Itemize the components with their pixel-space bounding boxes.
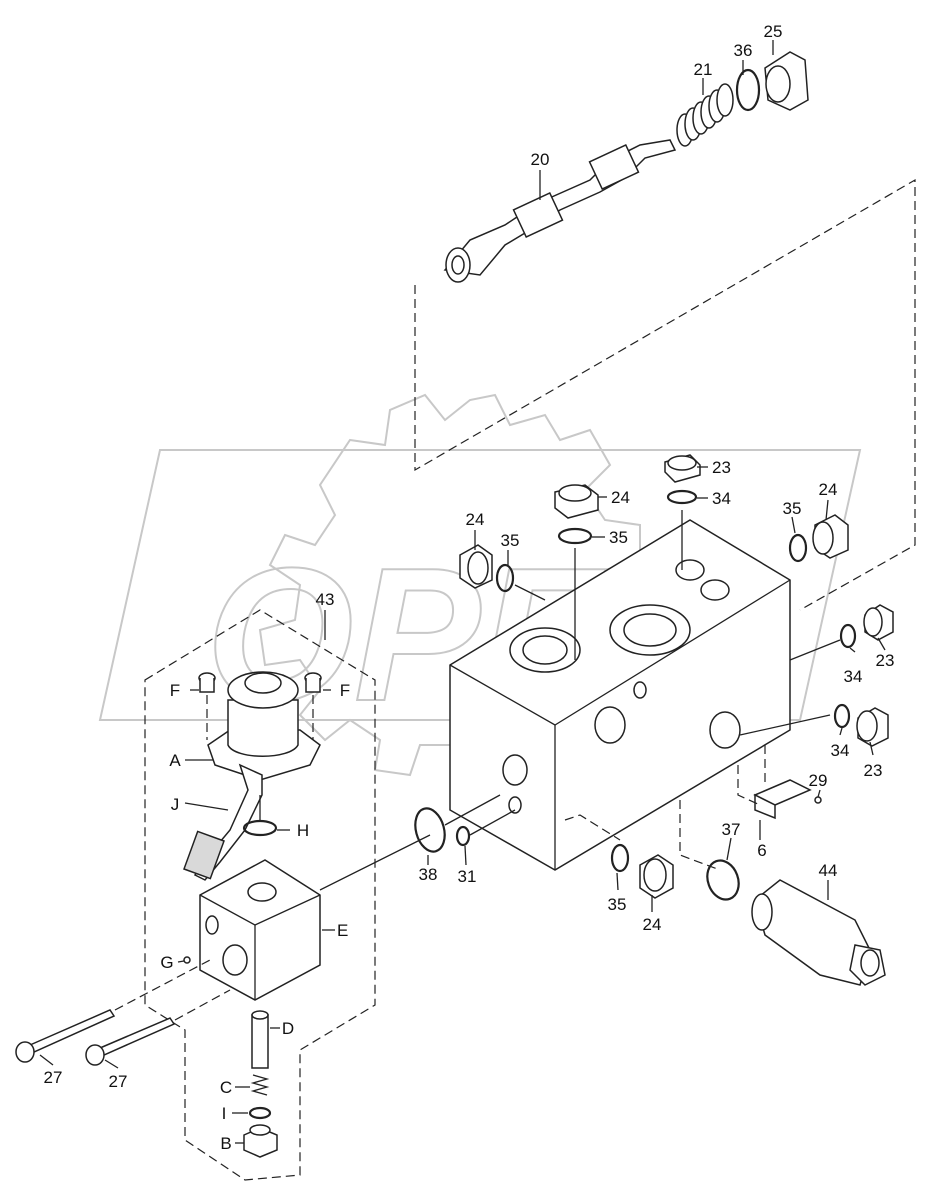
label-f-right: F [340,681,350,700]
o-ring-34-right [839,623,857,649]
relief-valve-44 [751,879,886,986]
label-25: 25 [764,22,783,41]
label-35-lower: 35 [608,895,627,914]
label-35-left: 35 [501,531,520,550]
label-34-right: 34 [844,667,863,686]
plug-25 [764,51,809,111]
spring-c [250,1074,270,1096]
label-34-top: 34 [712,489,731,508]
label-c: C [220,1078,232,1097]
pin-29 [814,796,822,804]
label-35-top: 35 [609,528,628,547]
o-ring-35-lower [610,843,630,873]
plug-24-top [554,484,599,519]
o-ring-35-right [788,533,808,563]
label-23-top: 23 [712,458,731,477]
bolt-f-left [198,672,216,693]
label-34-lower: 34 [831,741,850,760]
spool-assembly [414,51,916,611]
o-ring-i [248,1106,272,1120]
o-ring-37 [706,859,740,901]
label-27-left: 27 [44,1068,63,1087]
o-ring-31 [455,825,471,847]
o-ring-35-left [495,563,515,593]
label-d: D [282,1019,294,1038]
plug-23-top [664,454,701,483]
label-f-left: F [170,681,180,700]
plug-24-right [812,514,849,559]
plug-b [243,1124,278,1158]
valve-body [449,519,791,871]
o-ring-34-lower [833,703,851,729]
bolt-27-right [85,1017,176,1066]
label-29: 29 [809,771,828,790]
watermark-outline [98,449,862,721]
label-38: 38 [419,865,438,884]
plug-23-lower [856,707,889,747]
label-24-left: 24 [466,510,485,529]
solenoid-assembly-43 [144,609,431,1181]
label-44: 44 [819,861,838,880]
spool-20 [443,139,677,276]
label-24-lower: 24 [643,915,662,934]
label-23-lower: 23 [864,761,883,780]
plug-23-right [863,604,894,641]
o-ring-h [242,819,278,837]
label-24-right: 24 [819,480,838,499]
plug-24-lower [639,854,674,899]
o-ring-36 [735,68,761,112]
part-labels: 20 21 25 36 23 34 24 35 24 35 35 24 34 2… [44,22,895,1153]
leader-lines [39,40,886,1144]
label-b: B [220,1134,231,1153]
label-e: E [337,921,348,940]
label-31: 31 [458,867,477,886]
label-27-right: 27 [109,1072,128,1091]
label-35-right: 35 [783,499,802,518]
label-43: 43 [316,590,335,609]
o-ring-35-top [557,527,593,545]
o-ring-38 [414,807,446,853]
label-6: 6 [757,841,766,860]
o-ring-34-top [666,489,698,505]
spring-21 [676,83,734,147]
label-a: A [169,751,181,770]
label-23-right: 23 [876,651,895,670]
label-i: I [222,1104,227,1123]
bolt-27-left [15,1009,116,1063]
label-20: 20 [531,150,550,169]
bolt-f-right [304,672,322,693]
plug-24-left [459,544,493,589]
label-g: G [160,953,173,972]
bracket-6 [753,779,812,820]
label-37: 37 [722,820,741,839]
label-36: 36 [734,41,753,60]
label-24-top: 24 [611,488,630,507]
label-j: J [171,795,180,814]
label-21: 21 [694,60,713,79]
ball-g [183,956,191,964]
label-h: H [297,821,309,840]
